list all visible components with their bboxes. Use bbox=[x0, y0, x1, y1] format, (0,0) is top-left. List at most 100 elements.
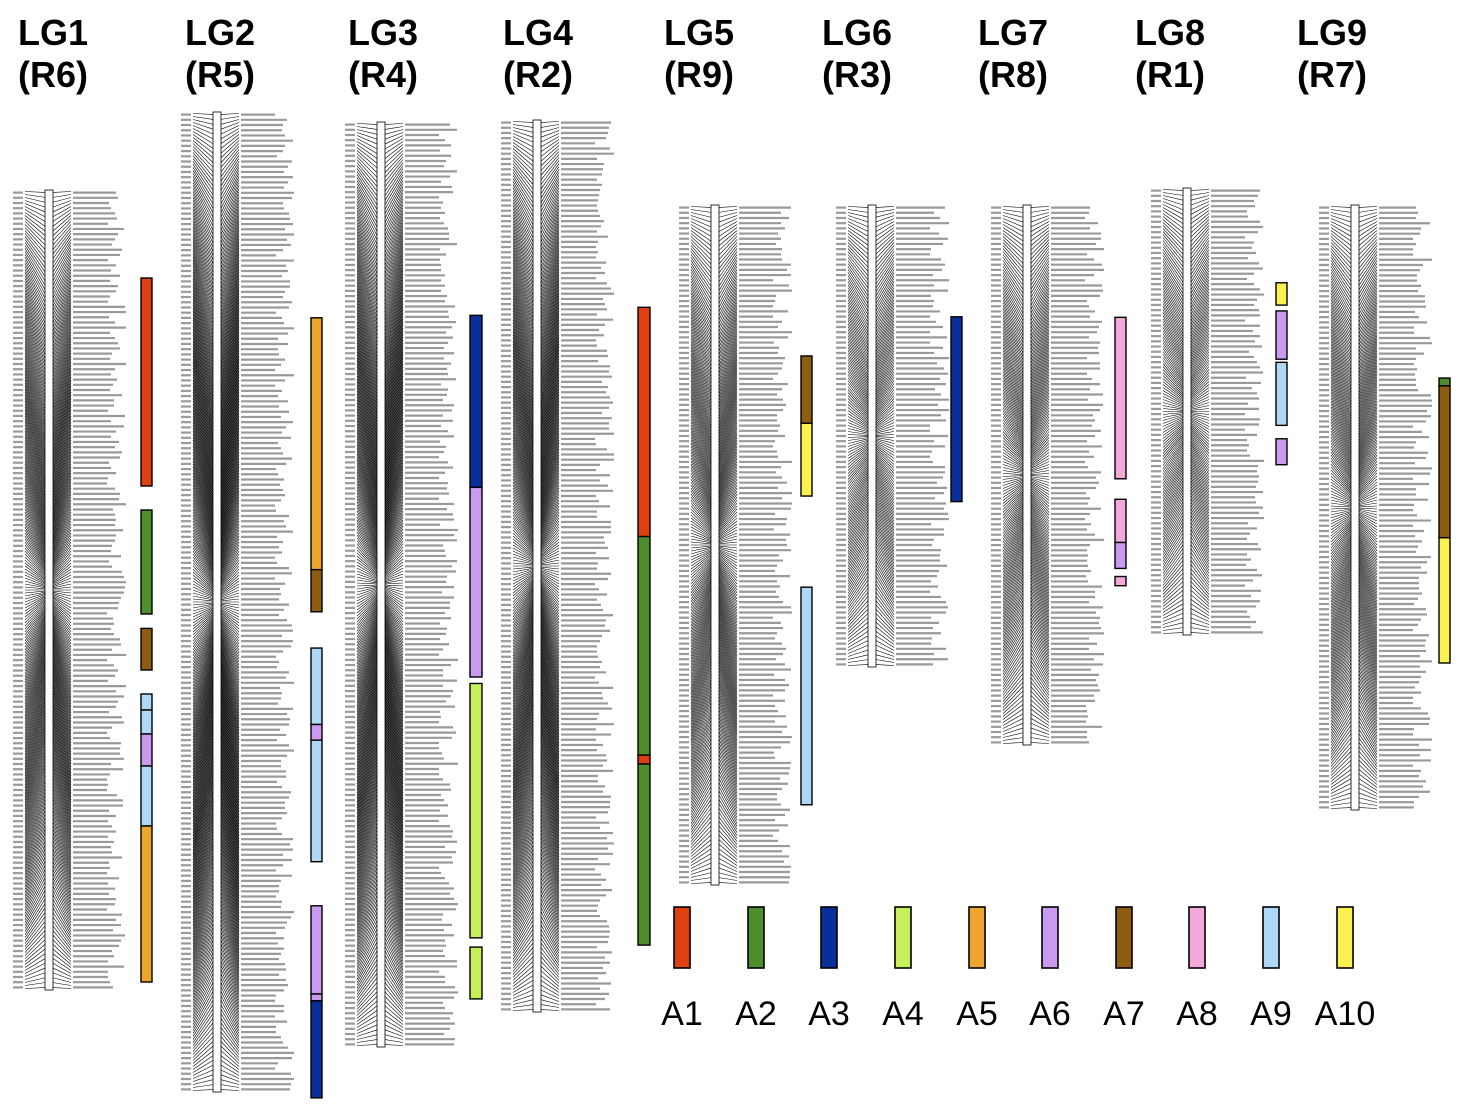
marker-link-right bbox=[52, 425, 72, 489]
marker-link-right bbox=[384, 681, 404, 752]
marker-link-left bbox=[690, 302, 712, 348]
marker-link-right bbox=[718, 576, 738, 612]
marker-link-right bbox=[718, 428, 738, 479]
marker-link-right bbox=[875, 347, 895, 384]
marker-link-left bbox=[356, 924, 378, 968]
marker-link-left bbox=[24, 541, 46, 570]
marker-link-left bbox=[192, 158, 214, 186]
marker-link-left bbox=[690, 595, 712, 641]
marker-link-left bbox=[512, 809, 534, 873]
marker-link-left bbox=[192, 461, 214, 527]
marker-link-right bbox=[718, 651, 738, 707]
marker-link-right bbox=[384, 637, 404, 692]
marker-link-left bbox=[690, 487, 712, 520]
marker-link-left bbox=[512, 478, 534, 525]
marker-link-right bbox=[220, 221, 240, 277]
marker-link-left bbox=[512, 836, 534, 894]
marker-link-left bbox=[512, 427, 534, 490]
marker-link-left bbox=[690, 549, 712, 558]
marker-link-left bbox=[847, 428, 869, 434]
marker-link-right bbox=[718, 816, 738, 842]
marker-link-right bbox=[52, 694, 72, 758]
marker-link-right bbox=[220, 257, 240, 324]
marker-link-left bbox=[356, 189, 378, 228]
marker-link-left bbox=[192, 986, 214, 1025]
marker-link-right bbox=[220, 544, 240, 578]
marker-link-left bbox=[356, 654, 378, 716]
marker-link-left bbox=[24, 338, 46, 400]
marker-link-right bbox=[220, 688, 240, 758]
marker-link-left bbox=[512, 481, 534, 527]
marker-link-right bbox=[384, 507, 404, 550]
marker-link-right bbox=[384, 599, 404, 623]
marker-link-left bbox=[512, 889, 534, 933]
marker-link-left bbox=[192, 218, 214, 273]
marker-link-left bbox=[512, 703, 534, 777]
marker-link-right bbox=[52, 642, 72, 692]
marker-link-left bbox=[192, 809, 214, 887]
chromosome-axis bbox=[212, 111, 222, 1093]
marker-link-right bbox=[52, 206, 72, 218]
marker-link-left bbox=[24, 601, 46, 621]
marker-link-left bbox=[512, 864, 534, 915]
marker-link-right bbox=[52, 760, 72, 824]
marker-link-left bbox=[192, 1064, 214, 1076]
marker-link-right bbox=[220, 281, 240, 354]
marker-link-left bbox=[192, 326, 214, 405]
marker-link-left bbox=[690, 556, 712, 576]
marker-link-left bbox=[512, 663, 534, 732]
marker-link-right bbox=[718, 511, 738, 532]
marker-link-right bbox=[52, 821, 72, 875]
marker-link-left bbox=[512, 661, 534, 729]
marker-link-left bbox=[356, 516, 378, 555]
marker-link-left bbox=[192, 604, 214, 612]
marker-link-right bbox=[384, 387, 404, 462]
marker-link-right bbox=[220, 119, 240, 125]
marker-link-left bbox=[24, 194, 46, 198]
marker-link-left bbox=[512, 587, 534, 618]
marker-link-right bbox=[384, 770, 404, 845]
marker-link-left bbox=[356, 471, 378, 528]
marker-link-left bbox=[356, 878, 378, 935]
marker-link-left bbox=[356, 937, 378, 977]
marker-link-right bbox=[52, 392, 72, 458]
marker-link-right bbox=[384, 855, 404, 917]
marker-link-left bbox=[690, 589, 712, 633]
marker-link-left bbox=[192, 756, 214, 836]
marker-link-right bbox=[220, 517, 240, 564]
marker-link-right bbox=[52, 625, 72, 666]
marker-link-right bbox=[52, 806, 72, 863]
marker-link-right bbox=[540, 478, 560, 525]
marker-link-left bbox=[690, 398, 712, 453]
marker-link-right bbox=[52, 646, 72, 698]
marker-link-left bbox=[192, 526, 214, 569]
marker-link-right bbox=[718, 545, 738, 549]
marker-link-right bbox=[540, 208, 560, 255]
marker-link-right bbox=[875, 230, 895, 246]
marker-link-left bbox=[356, 624, 378, 671]
marker-link-left bbox=[24, 365, 46, 430]
marker-link-right bbox=[718, 812, 738, 839]
marker-link-left bbox=[690, 624, 712, 677]
marker-link-right bbox=[384, 783, 404, 857]
marker-link-left bbox=[512, 695, 534, 768]
marker-link-right bbox=[384, 264, 404, 329]
marker-link-left bbox=[690, 368, 712, 424]
marker-link-right bbox=[384, 589, 404, 599]
marker-link-right bbox=[220, 649, 240, 701]
marker-link-left bbox=[356, 531, 378, 563]
marker-link-right bbox=[220, 494, 240, 549]
marker-link-right bbox=[875, 507, 895, 546]
marker-link-left bbox=[192, 529, 214, 571]
marker-link-right bbox=[384, 480, 404, 534]
marker-link-left bbox=[24, 619, 46, 657]
marker-link-left bbox=[192, 416, 214, 492]
marker-link-right bbox=[540, 382, 560, 454]
marker-link-left bbox=[24, 368, 46, 433]
marker-link-right bbox=[52, 368, 72, 433]
marker-link-right bbox=[220, 825, 240, 902]
marker-link-left bbox=[24, 344, 46, 407]
marker-link-left bbox=[24, 299, 46, 352]
marker-link-right bbox=[540, 466, 560, 518]
marker-link-right bbox=[540, 614, 560, 666]
